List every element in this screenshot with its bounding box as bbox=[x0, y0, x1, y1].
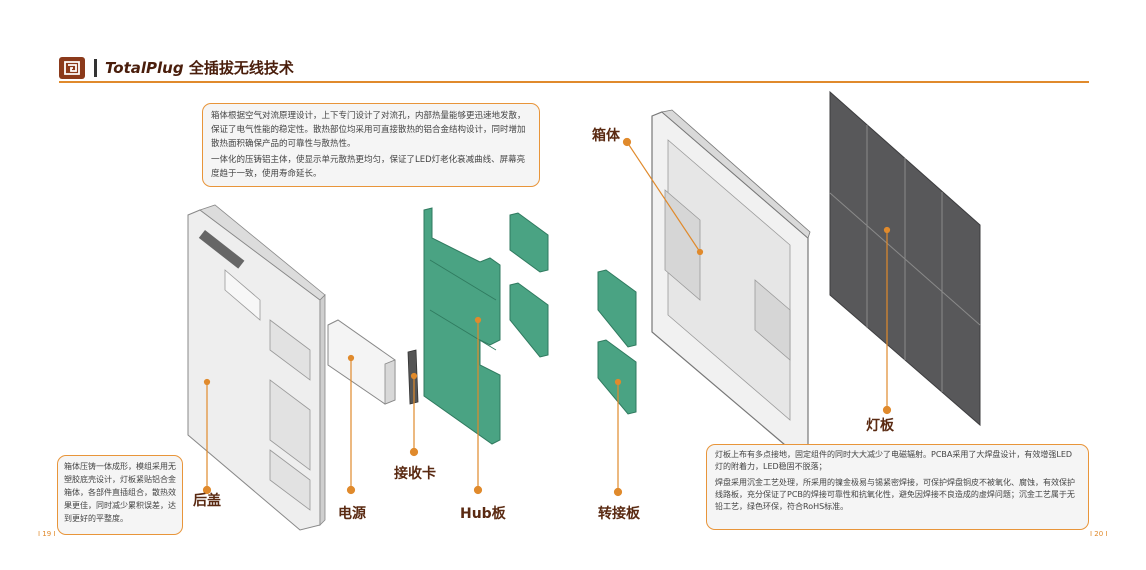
callout-back-cover-text: 箱体压铸一体成形，模组采用无塑胶底壳设计，灯板紧贴铝合金箱体，各部件直插组合，散… bbox=[64, 462, 176, 523]
label-back-cover: 后盖 bbox=[193, 493, 221, 509]
label-power-supply: 电源 bbox=[338, 506, 366, 522]
callout-led-board-para-2: 焊盘采用沉金工艺处理，所采用的镍金极易与锡紧密焊接，可保护焊盘铜皮不被氧化、腐蚀… bbox=[715, 478, 1075, 511]
callout-cabinet-para-2: 一体化的压铸铝主体，使显示单元散热更均匀，保证了LED灯老化衰减曲线、屏幕亮度趋… bbox=[211, 155, 526, 179]
label-hub-board: Hub板 bbox=[460, 506, 506, 522]
label-receiving-card: 接收卡 bbox=[394, 466, 436, 482]
label-adapter-board: 转接板 bbox=[598, 506, 640, 522]
hub-board-illustration bbox=[423, 207, 501, 445]
label-led-board: 灯板 bbox=[866, 418, 894, 434]
leader-lines bbox=[202, 137, 892, 497]
label-cabinet: 箱体 bbox=[592, 128, 620, 144]
callout-cabinet-description: 箱体根据空气对流原理设计，上下专门设计了对流孔，内部热量能够更迅速地发散，保证了… bbox=[202, 103, 540, 187]
title-english: TotalPlug bbox=[105, 59, 184, 77]
power-supply-illustration bbox=[327, 319, 396, 405]
page-number-right-value: 20 bbox=[1094, 530, 1104, 538]
page-title: TotalPlug 全插拔无线技术 bbox=[105, 57, 294, 78]
header-divider bbox=[94, 59, 97, 77]
callout-cabinet-para-1: 箱体根据空气对流原理设计，上下专门设计了对流孔，内部热量能够更迅速地发散，保证了… bbox=[211, 111, 526, 149]
led-panel-illustration bbox=[829, 90, 981, 427]
cabinet-illustration bbox=[651, 109, 811, 457]
brand-logo-icon bbox=[59, 57, 85, 79]
adapter-boards-illustration bbox=[509, 212, 637, 415]
callout-back-cover-description: 箱体压铸一体成形，模组采用无塑胶底壳设计，灯板紧贴铝合金箱体，各部件直插组合，散… bbox=[57, 455, 183, 535]
page-number-left: I 19 I bbox=[38, 530, 56, 538]
back-cover-illustration bbox=[187, 204, 326, 531]
title-chinese: 全插拔无线技术 bbox=[183, 59, 294, 77]
callout-led-board-description: 灯板上布有多点接地，固定组件的同时大大减少了电磁辐射。PCBA采用了大焊盘设计，… bbox=[706, 444, 1089, 530]
callout-led-board-para-1: 灯板上布有多点接地，固定组件的同时大大减少了电磁辐射。PCBA采用了大焊盘设计，… bbox=[715, 450, 1073, 471]
page-number-left-value: 19 bbox=[42, 530, 52, 538]
page-number-right: I 20 I bbox=[1090, 530, 1108, 538]
header-rule bbox=[59, 81, 1089, 83]
